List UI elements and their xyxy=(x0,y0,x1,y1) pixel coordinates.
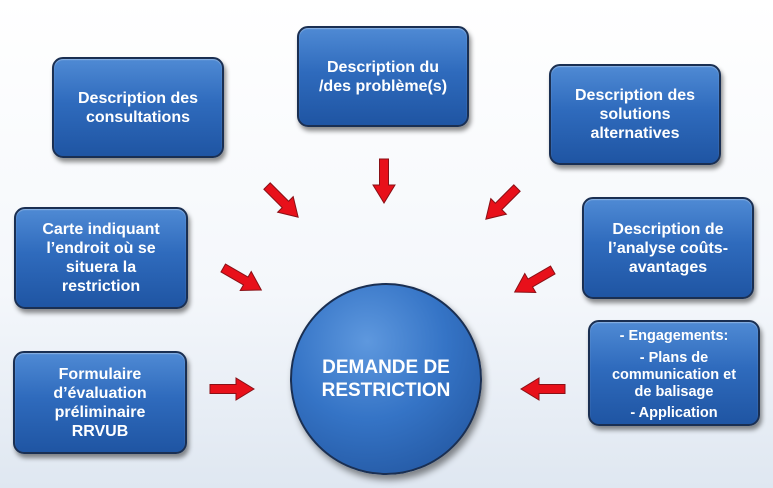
arrow-from-carte xyxy=(220,263,263,292)
arrow-from-solutions xyxy=(485,184,521,220)
arrow-from-analyse xyxy=(513,265,556,294)
arrow-icon xyxy=(263,182,299,218)
box-probleme: Description du /des problème(s) xyxy=(297,26,469,127)
arrow-icon xyxy=(209,377,255,401)
arrow-from-consultations xyxy=(263,182,299,218)
box-consultations-label: Description des consultations xyxy=(77,89,199,126)
arrow-icon xyxy=(372,158,396,204)
arrow-icon xyxy=(513,265,556,294)
box-solutions: Description des solutions alternatives xyxy=(549,64,721,165)
box-consultations: Description des consultations xyxy=(52,57,224,158)
box-engagements: - Engagements: - Plans de communication … xyxy=(588,320,760,426)
arrow-icon xyxy=(220,263,263,292)
engagements-line1: - Engagements: xyxy=(619,328,729,344)
arrow-from-engagements xyxy=(520,377,566,401)
box-formulaire-label: Formulaire d’évaluation préliminaire RRV… xyxy=(53,365,147,440)
box-analyse-label: Description de l’analyse coûts- avantage… xyxy=(607,220,729,276)
box-carte: Carte indiquant l’endroit où se situera … xyxy=(14,207,188,309)
arrow-from-formulaire xyxy=(209,377,255,401)
box-probleme-label: Description du /des problème(s) xyxy=(318,58,448,95)
arrow-icon xyxy=(520,377,566,401)
engagements-line2: - Plans de communication et de balisage xyxy=(611,350,737,400)
box-formulaire: Formulaire d’évaluation préliminaire RRV… xyxy=(13,351,187,454)
center-circle: DEMANDE DE RESTRICTION xyxy=(290,283,482,475)
engagements-line3: - Application xyxy=(630,405,718,421)
arrow-icon xyxy=(485,184,521,220)
arrow-from-probleme xyxy=(372,158,396,204)
box-carte-label: Carte indiquant l’endroit où se situera … xyxy=(42,221,160,295)
box-solutions-label: Description des solutions alternatives xyxy=(574,87,696,142)
center-label: DEMANDE DE RESTRICTION xyxy=(321,357,451,401)
box-analyse: Description de l’analyse coûts- avantage… xyxy=(582,197,754,299)
